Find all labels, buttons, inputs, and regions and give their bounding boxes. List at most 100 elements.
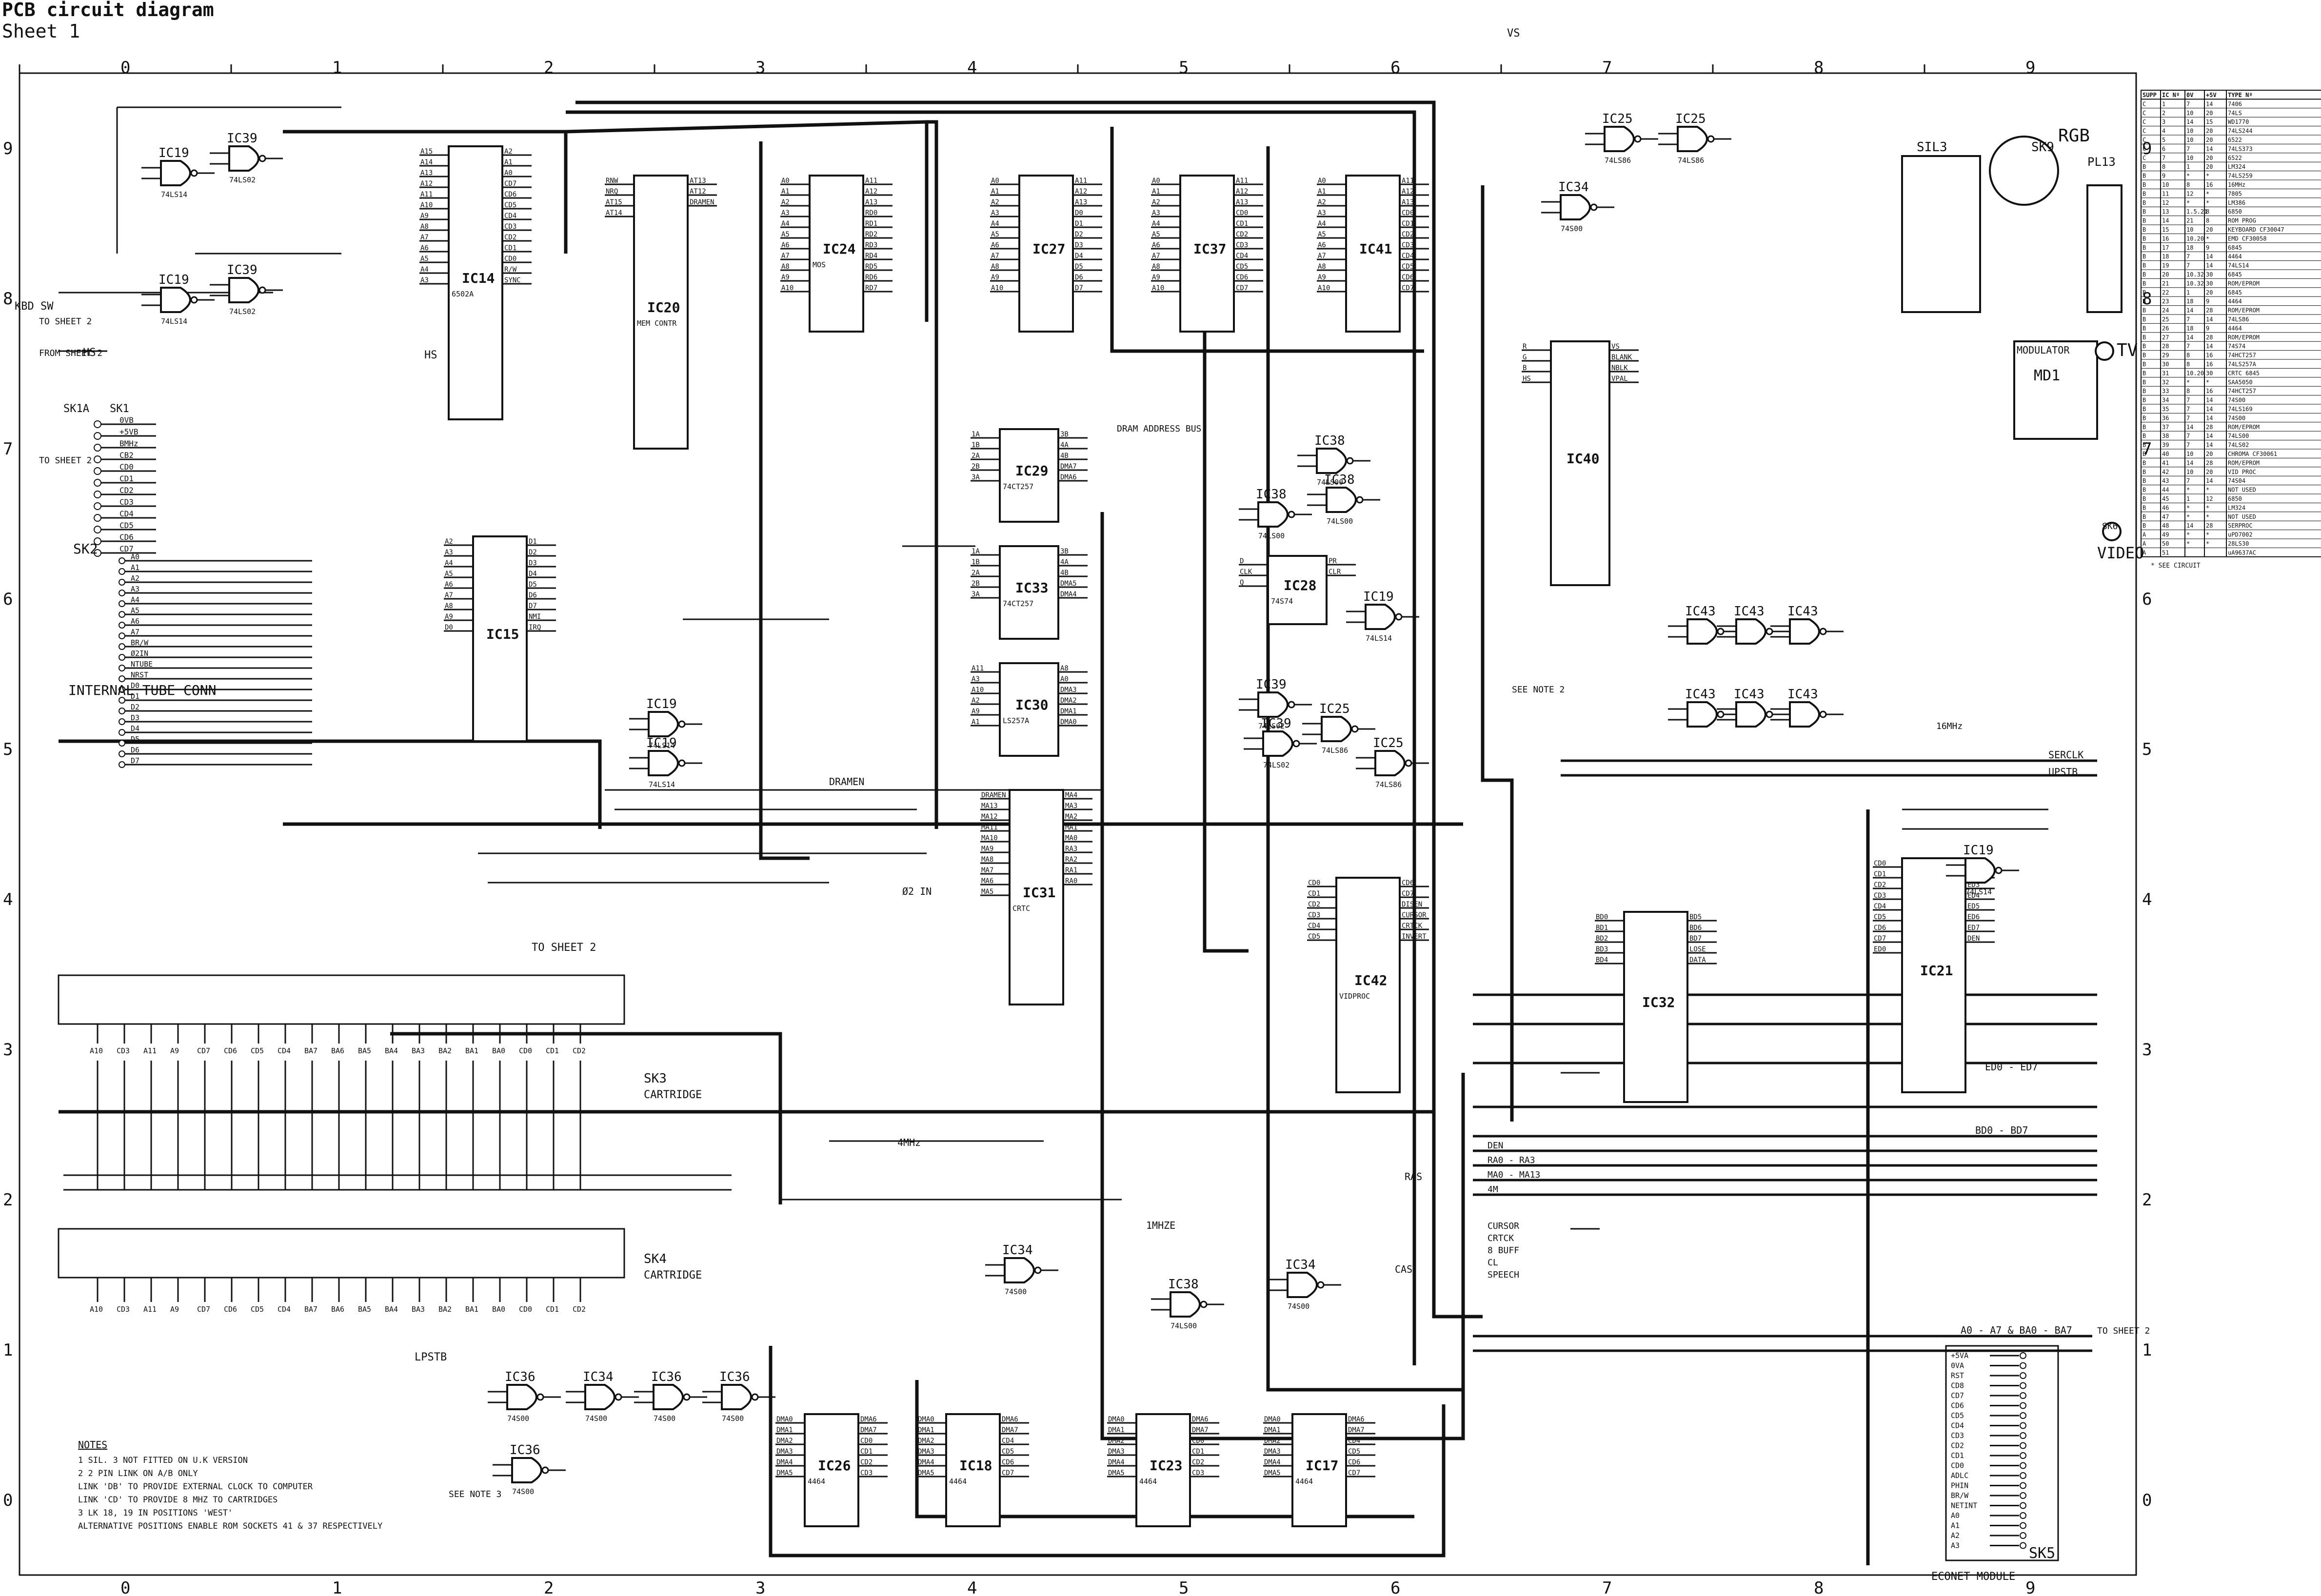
ic-pin-label: 1B — [972, 558, 980, 566]
ic-pin-label: DMA0 — [1108, 1416, 1125, 1423]
ic-pin-label: NBLK — [1611, 364, 1628, 372]
sk1-pin — [94, 467, 101, 475]
sk2-pin — [119, 643, 125, 650]
table-cell: ROM/EPROM — [2228, 334, 2260, 341]
ic-ic21: IC21CD0CD1CD2CD3CD4CD5CD6CD7ED0ED1ED2ED3… — [1873, 857, 1995, 1093]
ic-pin-label: DMA7 — [1060, 463, 1077, 471]
sk2-label: SK2 — [73, 541, 98, 557]
econet-pin-label: CD2 — [1951, 1441, 1964, 1450]
gate-bubble — [1288, 511, 1295, 518]
bus-ma0-ma13: MA0 - MA13 — [1488, 1170, 1540, 1180]
ic-pin-label: DMA5 — [1108, 1469, 1125, 1477]
econet-pin — [2020, 1542, 2026, 1549]
table-cell: 20 — [2206, 226, 2213, 233]
table-cell: 10 — [2186, 451, 2193, 457]
row-label-left: 0 — [3, 1491, 13, 1510]
gate-bubble — [1766, 710, 1773, 718]
gate-bubble — [1819, 710, 1827, 718]
gate-bubble — [1766, 628, 1773, 635]
table-cell: B — [2142, 388, 2146, 394]
ic-pin-label: D6 — [1075, 274, 1083, 281]
gate-type: 74LS86 — [1605, 156, 1631, 165]
row-label-left: 8 — [3, 289, 13, 309]
cart-pin-label: BA2 — [438, 1046, 452, 1055]
table-cell: 18 — [2186, 244, 2193, 251]
table-cell: B — [2142, 190, 2146, 197]
ic-pin-label: A7 — [1152, 252, 1160, 260]
sk1-pin-label: CB2 — [119, 451, 134, 460]
gate-type: 74LS86 — [1322, 746, 1348, 755]
table-cell: A — [2142, 540, 2146, 547]
econet-pin-label: A0 — [1951, 1511, 1960, 1520]
ic-ic26: IC264464DMA0DMA1DMA2DMA3DMA4DMA5DMA6DMA7… — [775, 1413, 888, 1527]
bus-a0-a7: A0 - A7 & BA0 - BA7 — [1961, 1324, 2072, 1336]
table-cell: B — [2142, 208, 2146, 215]
gate-ref: IC39 — [1261, 716, 1291, 731]
table-cell: B — [2142, 271, 2146, 278]
table-cell: B — [2142, 513, 2146, 520]
ic-pin-label: A12 — [420, 180, 433, 188]
ic-pin-label: 4B — [1060, 452, 1069, 460]
ic-pin-label: ED6 — [1967, 913, 1980, 921]
gate-type: 74LS14 — [1366, 634, 1392, 643]
ic-pin-label: CD0 — [860, 1437, 873, 1445]
ic-pin-label: A3 — [420, 276, 429, 284]
ic-ic42: IC42VIDPROCCD0CD1CD2CD3CD4CD5CD6CD7DISEN… — [1307, 877, 1429, 1093]
ic-pin-label: A6 — [1152, 241, 1160, 249]
table-cell: B — [2142, 459, 2146, 466]
ic-pin-label: CD4 — [504, 212, 516, 220]
gate-ref: IC25 — [1319, 702, 1350, 716]
ic-ref: IC42 — [1354, 972, 1387, 988]
table-cell: C — [2142, 100, 2146, 107]
ic-body — [999, 545, 1059, 640]
table-cell: 7 — [2186, 343, 2190, 350]
ic-pin-label: DMA4 — [776, 1458, 793, 1466]
ic-ref: IC30 — [1015, 697, 1048, 713]
ic-ic18: IC184464DMA0DMA1DMA2DMA3DMA4DMA5DMA6DMA7… — [917, 1413, 1029, 1527]
table-cell: B — [2142, 361, 2146, 368]
table-cell: A — [2142, 532, 2146, 538]
ic-pin-label: ED7 — [1967, 924, 1980, 932]
ic-ic30: IC30LS257AA11A3A10A2A9A1A8A0DMA3DMA2DMA1… — [971, 662, 1088, 757]
table-cell: 7805 — [2228, 190, 2242, 197]
table-cell: B — [2142, 235, 2146, 242]
sk1a-label: SK1A — [63, 403, 89, 415]
sk2-pin-label: D0 — [131, 681, 139, 690]
ic-pin-label: BD6 — [1689, 924, 1702, 932]
sk1-pin-label: CD5 — [119, 521, 134, 530]
table-cell: 30 — [2206, 271, 2213, 278]
col-label-bottom: 3 — [755, 1578, 765, 1596]
econet-pin-label: CD0 — [1951, 1461, 1964, 1470]
sk1-pin-label: CD4 — [119, 509, 134, 518]
table-cell: CRTC 6845 — [2228, 370, 2260, 376]
ic-pin-label: 2A — [972, 452, 980, 460]
ic-pin-label: A7 — [1318, 252, 1326, 260]
ic-ref: IC23 — [1150, 1458, 1182, 1474]
ic-pin-label: MA1 — [1065, 824, 1077, 831]
table-cell: 28 — [2206, 424, 2213, 431]
table-cell: 74LS86 — [2228, 316, 2249, 323]
table-cell: B — [2142, 298, 2146, 305]
gate-body — [1004, 1257, 1035, 1283]
ic-pin-label: G — [1523, 354, 1527, 361]
ic-pin-label: CD3 — [504, 223, 516, 231]
video-socket — [2102, 522, 2122, 541]
cart-pin-label: BA4 — [385, 1305, 398, 1314]
table-cell: 10 — [2186, 128, 2193, 135]
ic-pin-label: A2 — [972, 697, 980, 705]
ic-pin-label: D5 — [1075, 263, 1083, 271]
ic-pin-label: CD4 — [1348, 1437, 1360, 1445]
gate-type: 74S00 — [585, 1414, 607, 1423]
table-cell: 18 — [2186, 298, 2193, 305]
table-cell: 18 — [2186, 325, 2193, 332]
md1-modulator-box — [2013, 340, 2098, 440]
ic-body — [999, 428, 1059, 523]
table-cell: 14 — [2186, 334, 2193, 341]
gate-type: 74LS86 — [1678, 156, 1704, 165]
sk1-pin-label: CD3 — [119, 497, 134, 507]
ic-ic37: IC37A0A1A2A3A4A5A6A7A8A9A10A11A12A13CD0C… — [1151, 175, 1263, 333]
ic-pin-label: CD5 — [1002, 1448, 1014, 1456]
